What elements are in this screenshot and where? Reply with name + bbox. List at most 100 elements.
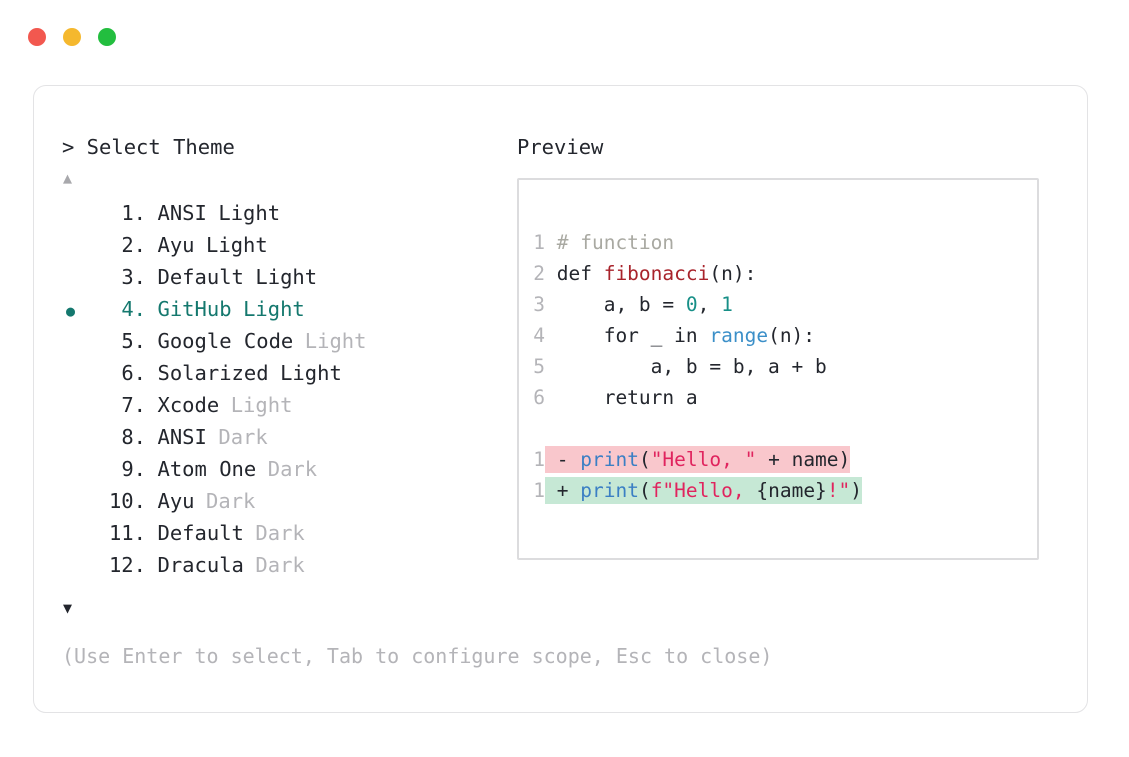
theme-item-index: 8. xyxy=(121,425,146,449)
theme-item-name: ANSI xyxy=(157,425,207,449)
scroll-down-arrow-icon[interactable]: ▼ xyxy=(63,599,73,617)
theme-item-variant: Light xyxy=(255,265,318,289)
theme-item-index: 1. xyxy=(121,201,146,225)
code-line-number: 2 xyxy=(533,262,545,285)
theme-list-item[interactable]: 6. Solarized Light xyxy=(62,357,504,389)
code-line-content: a, b = b, a + b xyxy=(545,355,827,378)
code-token: for _ in xyxy=(545,324,710,347)
code-token: + name) xyxy=(756,448,851,471)
theme-item-variant: Light xyxy=(280,361,342,385)
theme-list-item[interactable]: 9. Atom One Dark xyxy=(62,453,504,485)
code-line-number: 3 xyxy=(533,293,545,316)
window-traffic-lights xyxy=(28,28,116,46)
code-line-number: 4 xyxy=(533,324,545,347)
theme-list-item[interactable]: 2. Ayu Light xyxy=(62,229,504,261)
theme-item-name: Default xyxy=(157,265,244,289)
code-token: print xyxy=(580,448,639,471)
theme-item-name: Default xyxy=(157,521,244,545)
code-token: 1 xyxy=(721,293,733,316)
select-theme-prompt: > Select Theme xyxy=(62,135,235,159)
maximize-window-button[interactable] xyxy=(98,28,116,46)
theme-item-index: 5. xyxy=(121,329,146,353)
code-line-number: 1 xyxy=(533,231,545,254)
code-line-content: return a xyxy=(545,386,698,409)
code-token: def xyxy=(545,262,604,285)
theme-item-name: ANSI xyxy=(157,201,207,225)
code-token: fibonacci xyxy=(603,262,710,285)
theme-item-variant: Dark xyxy=(206,489,256,513)
theme-item-variant: Dark xyxy=(255,521,305,545)
code-line: 2 def fibonacci(n): xyxy=(532,258,862,289)
diff-line-number: 1 xyxy=(533,479,545,502)
theme-item-name: Dracula xyxy=(157,553,244,577)
diff-line-add: 1 + print(f"Hello, {name}!") xyxy=(532,475,863,506)
code-line-content: for _ in range(n): xyxy=(545,324,815,347)
theme-item-name: Ayu xyxy=(157,489,195,513)
code-token: ( xyxy=(638,479,651,502)
theme-item-variant: Dark xyxy=(267,457,318,481)
code-token: a, b = b, a + b xyxy=(545,355,827,378)
theme-item-variant: Light xyxy=(243,297,305,321)
code-line-number: 6 xyxy=(533,386,545,409)
diff-sign: + xyxy=(545,479,581,502)
code-token: print xyxy=(580,479,639,502)
theme-list-item[interactable]: ● 4. GitHub Light xyxy=(62,293,504,325)
diff-line-del: 1 - print("Hello, " + name) xyxy=(532,444,862,475)
theme-item-index: 3. xyxy=(121,265,146,289)
theme-item-variant: Dark xyxy=(255,553,305,577)
theme-item-index: 2. xyxy=(121,233,146,257)
code-line-number: 5 xyxy=(533,355,545,378)
code-line-content: # function xyxy=(545,231,674,254)
code-blank-line xyxy=(532,413,862,444)
theme-list-item[interactable]: 3. Default Light xyxy=(62,261,504,293)
theme-item-name: Solarized xyxy=(157,361,269,385)
code-line-content: def fibonacci(n): xyxy=(545,262,757,285)
theme-item-variant: Light xyxy=(304,329,367,353)
theme-item-variant: Dark xyxy=(218,425,268,449)
theme-item-name: Ayu xyxy=(157,233,195,257)
minimize-window-button[interactable] xyxy=(63,28,81,46)
scroll-up-arrow-icon[interactable]: ▲ xyxy=(63,169,73,187)
theme-item-index: 6. xyxy=(121,361,146,385)
theme-item-index: 7. xyxy=(121,393,146,417)
code-token: ( xyxy=(638,448,651,471)
diff-line-number: 1 xyxy=(533,448,545,471)
selection-bullet-icon: ● xyxy=(66,302,76,320)
code-token: (n): xyxy=(768,324,816,347)
code-token: a, b = xyxy=(545,293,686,316)
code-token: f"Hello, xyxy=(650,479,757,502)
theme-item-index: 4. xyxy=(121,297,146,321)
code-token: ) xyxy=(850,479,863,502)
close-window-button[interactable] xyxy=(28,28,46,46)
theme-list-item[interactable]: 10. Ayu Dark xyxy=(62,485,504,517)
code-token: 0 xyxy=(685,293,698,316)
theme-item-variant: Light xyxy=(206,233,268,257)
theme-item-name: Atom One xyxy=(157,457,257,481)
theme-item-name: GitHub xyxy=(157,297,232,321)
code-line: 6 return a xyxy=(532,382,862,413)
theme-list-item[interactable]: 8. ANSI Dark xyxy=(62,421,504,453)
code-token: {name} xyxy=(756,479,827,502)
keyboard-hint: (Use Enter to select, Tab to configure s… xyxy=(62,644,773,668)
code-token: # function xyxy=(545,231,675,254)
code-token: range xyxy=(709,324,769,347)
code-token: , xyxy=(697,293,722,316)
code-line: 5 a, b = b, a + b xyxy=(532,351,862,382)
code-token: (n): xyxy=(709,262,757,285)
theme-item-index: 10. xyxy=(108,489,146,513)
code-line: 3 a, b = 0, 1 xyxy=(532,289,862,320)
code-line: 1 # function xyxy=(532,227,862,258)
theme-item-index: 9. xyxy=(121,457,146,481)
